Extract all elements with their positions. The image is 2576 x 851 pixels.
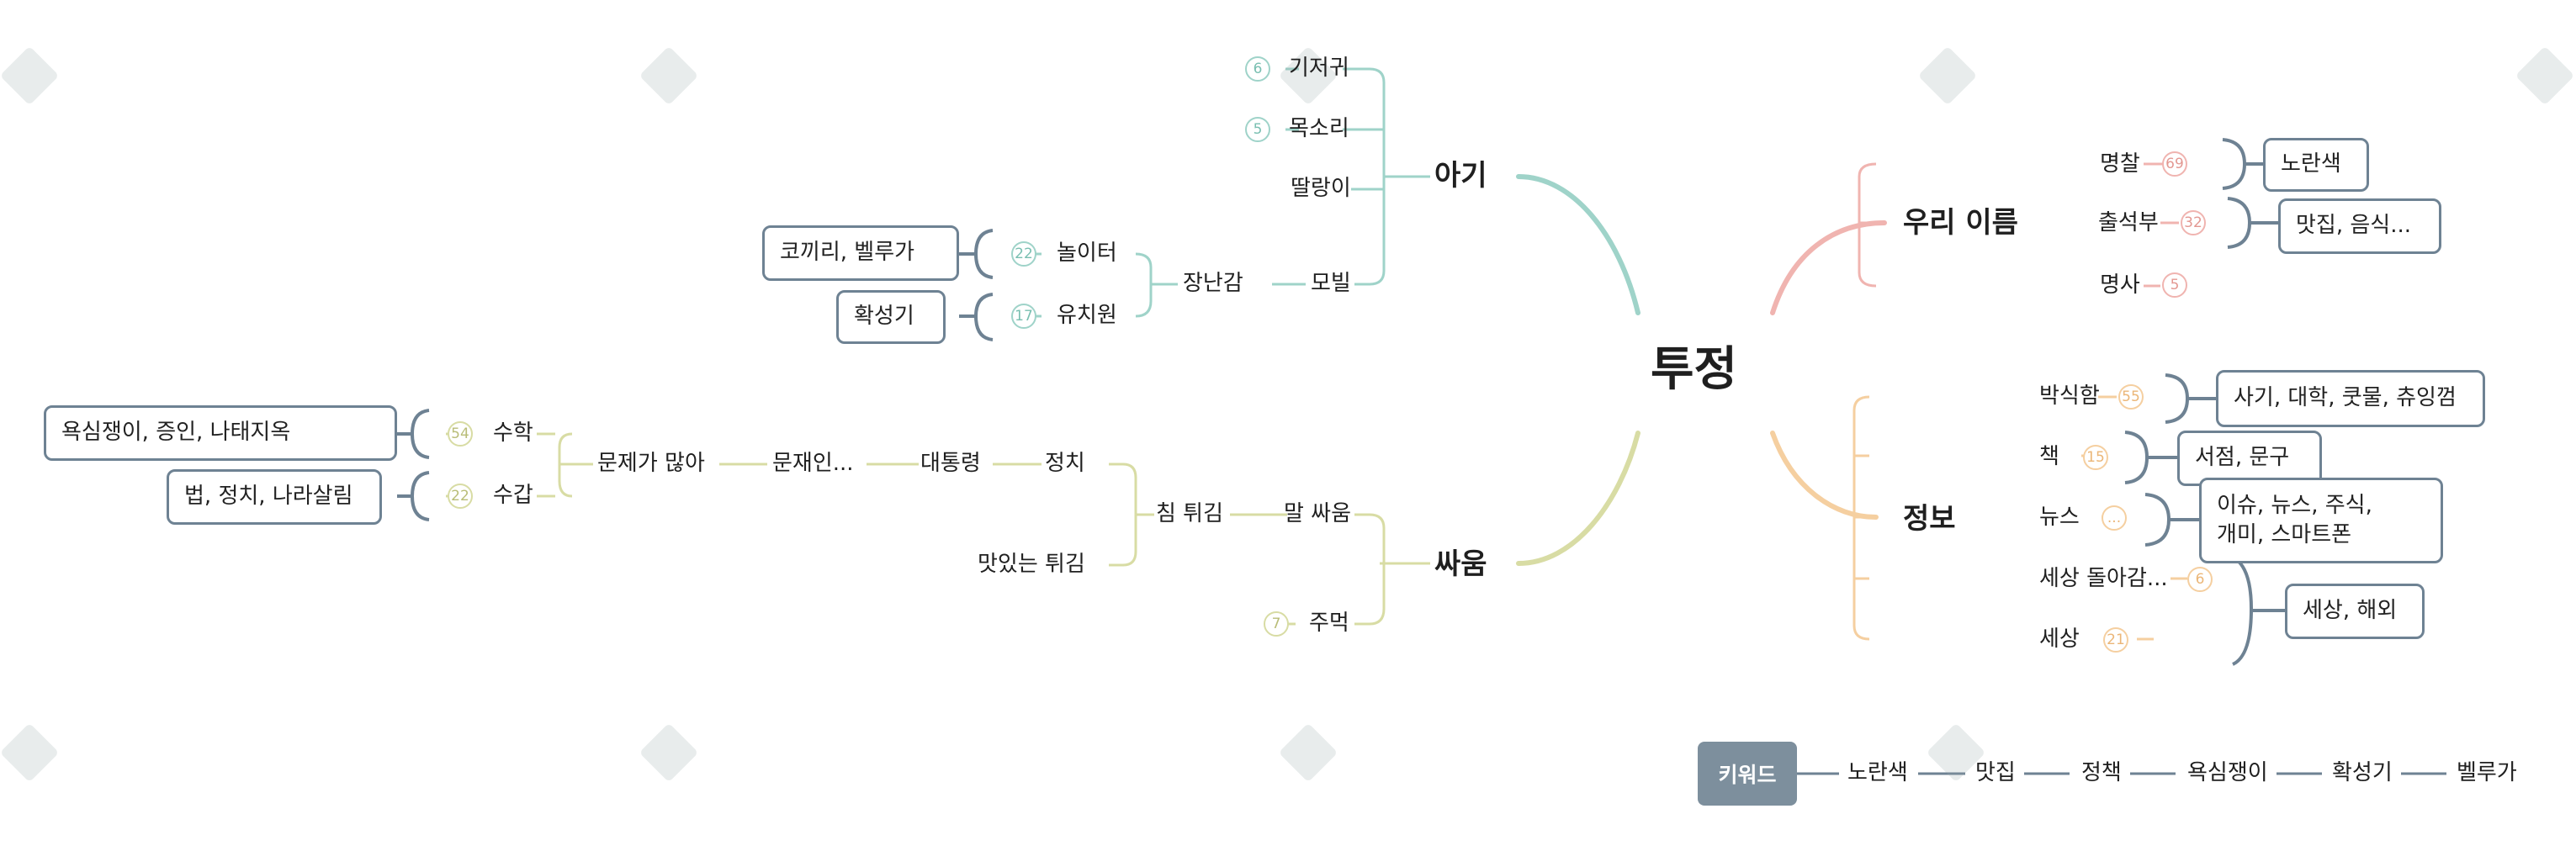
root-topic[interactable]: 투정 xyxy=(1651,342,1738,397)
count-badge: ... xyxy=(2102,505,2127,531)
note-world[interactable]: 세상, 해외 xyxy=(2285,584,2425,639)
topic-knowall[interactable]: 박식함 xyxy=(2039,383,2100,409)
keyword-item[interactable]: 확성기 xyxy=(2332,760,2393,785)
topic-attendance[interactable]: 출석부 xyxy=(2098,210,2159,235)
topic-playground[interactable]: 놀이터 xyxy=(1057,240,1117,266)
link-root-baby xyxy=(1516,174,1640,315)
keyword-item[interactable]: 욕심쟁이 xyxy=(2187,760,2268,785)
topic-voice[interactable]: 목소리 xyxy=(1289,116,1349,141)
count-badge: 54 xyxy=(448,421,473,447)
topic-toy[interactable]: 장난감 xyxy=(1183,271,1243,296)
note-food[interactable]: 맛집, 음식... xyxy=(2278,198,2441,254)
count-badge: 22 xyxy=(448,484,473,509)
xmind-watermark-icon xyxy=(1928,725,1984,780)
keyword-item[interactable]: 정책 xyxy=(2081,760,2122,785)
xmind-watermark-icon xyxy=(2,48,57,103)
keyword-item[interactable]: 벨루가 xyxy=(2457,760,2517,785)
count-badge: 6 xyxy=(1245,56,1270,82)
note-news-line2: 개미, 스마트폰 xyxy=(2217,522,2352,547)
xmind-watermark-icon xyxy=(2517,48,2573,103)
count-badge: 5 xyxy=(1245,117,1270,142)
topic-rattle[interactable]: 딸랑이 xyxy=(1291,176,1351,201)
topic-tasty[interactable]: 맛있는 튀김 xyxy=(978,552,1085,577)
xmind-watermark-icon xyxy=(1920,48,1975,103)
count-badge: 22 xyxy=(1011,241,1036,267)
xmind-watermark-icon xyxy=(1280,48,1336,103)
topic-world[interactable]: 세상 xyxy=(2039,626,2080,652)
xmind-watermark-icon xyxy=(641,725,697,780)
note-news[interactable]: 이슈, 뉴스, 주식, 개미, 스마트폰 xyxy=(2199,478,2443,563)
topic-baby[interactable]: 아기 xyxy=(1434,159,1487,193)
count-badge: 7 xyxy=(1264,611,1289,637)
topic-kindergarten[interactable]: 유치원 xyxy=(1057,303,1117,328)
topic-mobile[interactable]: 모빌 xyxy=(1311,271,1351,296)
count-badge: 6 xyxy=(2187,567,2213,592)
topic-news[interactable]: 뉴스 xyxy=(2039,505,2080,530)
link-root-name xyxy=(1770,220,1887,315)
note-math[interactable]: 욕심쟁이, 증인, 나태지옥 xyxy=(44,405,397,461)
count-badge: 5 xyxy=(2162,272,2187,298)
keyword-item[interactable]: 노란색 xyxy=(1847,760,1908,785)
xmind-watermark-icon xyxy=(2,725,57,780)
count-badge: 55 xyxy=(2118,384,2144,410)
count-badge: 32 xyxy=(2181,210,2206,235)
note-kindergarten[interactable]: 확성기 xyxy=(836,290,946,344)
note-news-line1: 이슈, 뉴스, 주식, xyxy=(2217,492,2372,518)
keyword-item[interactable]: 맛집 xyxy=(1975,760,2016,785)
topic-card[interactable]: 명찰 xyxy=(2100,151,2140,177)
topic-politics[interactable]: 정치 xyxy=(1045,451,1085,476)
count-badge: 69 xyxy=(2162,151,2187,177)
topic-fight[interactable]: 싸움 xyxy=(1434,547,1487,581)
topic-diaper[interactable]: 기저귀 xyxy=(1289,56,1349,81)
topic-book[interactable]: 책 xyxy=(2039,444,2059,469)
topic-problems[interactable]: 문제가 많아 xyxy=(597,451,705,476)
topic-president[interactable]: 대통령 xyxy=(920,451,981,476)
xmind-watermark-icon xyxy=(1280,725,1336,780)
count-badge: 15 xyxy=(2083,445,2108,470)
topic-wordfight[interactable]: 말 싸움 xyxy=(1284,501,1352,526)
link-root-fight xyxy=(1516,431,1640,566)
topic-info[interactable]: 정보 xyxy=(1903,502,1956,536)
note-playground[interactable]: 코끼리, 벨루가 xyxy=(762,225,959,281)
topic-noun[interactable]: 명사 xyxy=(2100,272,2140,298)
topic-worldgo[interactable]: 세상 돌아감... xyxy=(2039,566,2168,591)
link-root-info xyxy=(1770,431,1879,520)
note-yellow[interactable]: 노란색 xyxy=(2263,138,2369,192)
topic-issue[interactable]: 문재인... xyxy=(772,451,854,476)
topic-handcuff[interactable]: 수갑 xyxy=(493,483,533,508)
topic-spit[interactable]: 침 튀김 xyxy=(1156,501,1224,526)
count-badge: 17 xyxy=(1011,304,1036,329)
topic-name[interactable]: 우리 이름 xyxy=(1903,206,2018,240)
count-badge: 21 xyxy=(2103,627,2128,653)
note-handcuff[interactable]: 법, 정치, 나라살림 xyxy=(167,469,382,525)
topic-math[interactable]: 수학 xyxy=(493,420,533,446)
note-knowall[interactable]: 사기, 대학, 쿳물, 츄잉껌 xyxy=(2216,370,2485,427)
xmind-watermark-icon xyxy=(641,48,697,103)
topic-fist[interactable]: 주먹 xyxy=(1309,610,1349,636)
keyword-button[interactable]: 키워드 xyxy=(1698,742,1797,806)
